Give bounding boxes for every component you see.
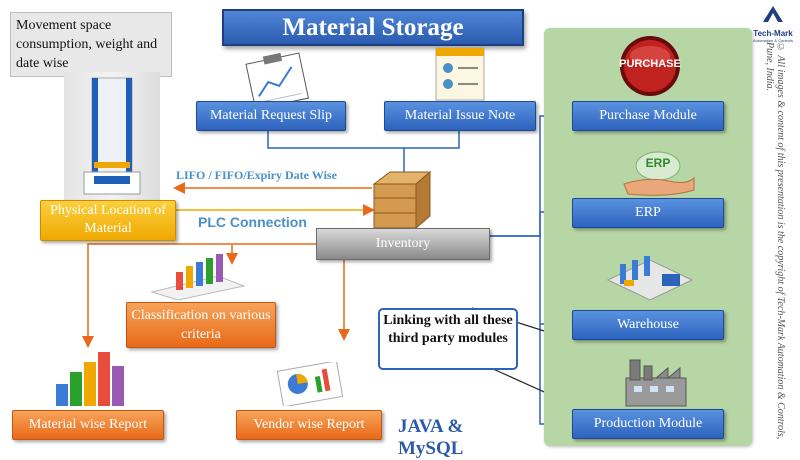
warehouse-module-box: Warehouse — [572, 310, 724, 340]
warehouse-icon — [604, 250, 696, 308]
erp-module-box: ERP — [572, 198, 724, 228]
physical-location-box: Physical Location of Material — [40, 200, 176, 241]
factory-icon — [620, 352, 692, 408]
vendor-report-icon — [272, 360, 346, 408]
production-module-box: Production Module — [572, 409, 724, 439]
purchase-badge-text: PURCHASE — [619, 58, 681, 70]
clipboard-icon — [238, 52, 318, 110]
classification-box: Classification on various criteria — [126, 302, 276, 348]
plc-connection-label: PLC Connection — [198, 214, 307, 230]
logo-tagline: Automation & Controls — [752, 38, 794, 43]
material-wise-report-box: Material wise Report — [12, 410, 164, 440]
bar-chart-icon — [148, 252, 248, 301]
issue-note-icon — [432, 46, 488, 102]
purchase-module-box: Purchase Module — [572, 101, 724, 131]
material-request-slip-box: Material Request Slip — [196, 101, 346, 131]
vendor-wise-report-box: Vendor wise Report — [236, 410, 382, 440]
logo-name: Tech-Mark — [753, 29, 793, 38]
inventory-box: Inventory — [316, 228, 490, 260]
company-logo: Tech-Mark Automation & Controls — [748, 4, 798, 44]
copyright-text: © All images & content of this presentat… — [764, 42, 786, 440]
report-chart-icon — [52, 344, 128, 408]
erp-badge-text: ERP — [645, 156, 671, 170]
storage-rack-image — [64, 72, 160, 200]
material-issue-note-box: Material Issue Note — [384, 101, 536, 131]
vertical-storage-icon — [83, 77, 141, 195]
linking-callout: Linking with all these third party modul… — [378, 308, 518, 370]
erp-hand-icon: ERP — [618, 146, 698, 198]
inventory-crate-icon — [370, 170, 432, 230]
lifo-fifo-label: LIFO / FIFO/Expiry Date Wise — [176, 168, 337, 182]
movement-space-callout: Movement space consumption, weight and d… — [10, 12, 172, 77]
page-title: Material Storage — [222, 9, 524, 46]
purchase-button-icon: PURCHASE — [612, 34, 688, 98]
tech-mark-logo-icon — [763, 6, 783, 22]
tech-stack-label: JAVA & MySQL — [398, 416, 464, 459]
